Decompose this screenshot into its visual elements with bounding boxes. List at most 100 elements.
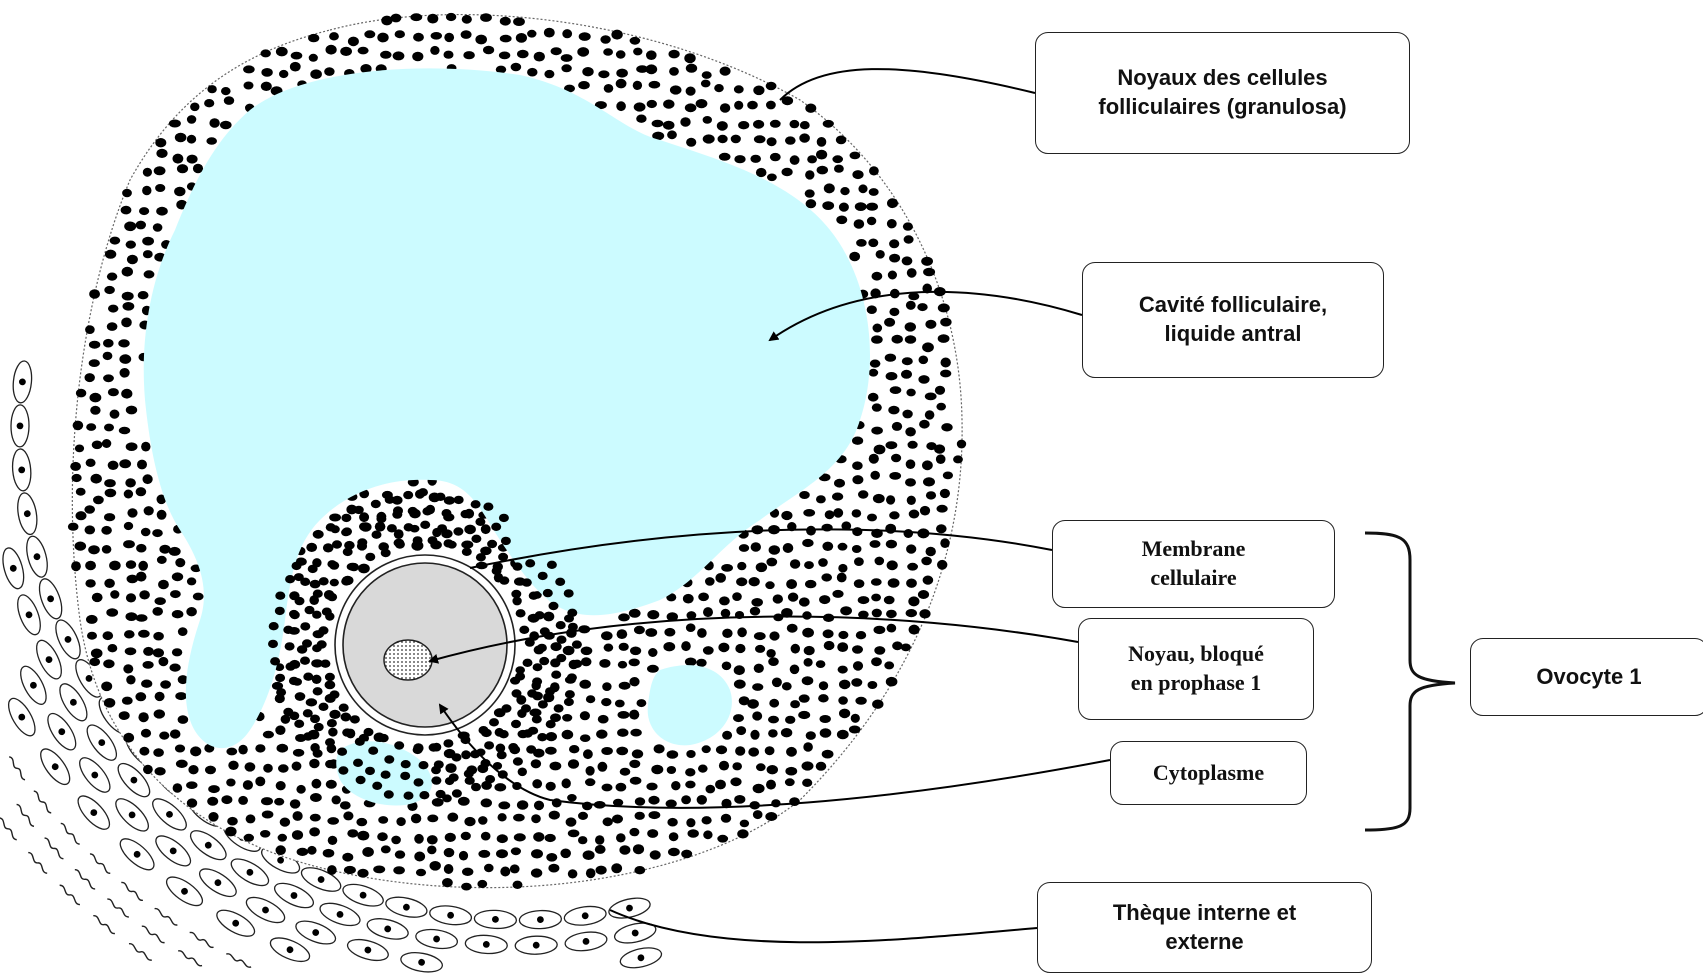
granulosa-nucleus — [221, 87, 231, 95]
granulosa-nucleus — [802, 628, 814, 638]
cumulus-nucleus — [549, 602, 559, 610]
granulosa-nucleus — [904, 529, 914, 538]
granulosa-nucleus — [637, 699, 647, 707]
label-cytoplasm: Cytoplasme — [1110, 741, 1307, 805]
cumulus-nucleus — [461, 510, 471, 518]
granulosa-nucleus — [905, 478, 916, 486]
granulosa-nucleus — [70, 462, 81, 471]
granulosa-nucleus — [532, 779, 542, 788]
granulosa-nucleus — [313, 530, 324, 539]
theca-cell — [563, 904, 607, 927]
granulosa-nucleus — [892, 641, 903, 650]
cumulus-nucleus — [508, 743, 518, 751]
cumulus-nucleus — [379, 734, 389, 742]
granulosa-nucleus — [72, 474, 82, 482]
theca-fiber — [43, 837, 64, 860]
granulosa-nucleus — [901, 644, 911, 652]
granulosa-nucleus — [481, 832, 491, 841]
granulosa-nucleus — [854, 557, 864, 566]
granulosa-nucleus — [122, 267, 133, 277]
granulosa-nucleus — [646, 783, 657, 791]
granulosa-nucleus — [601, 747, 613, 755]
cumulus-nucleus — [308, 565, 318, 573]
granulosa-nucleus — [953, 455, 963, 463]
granulosa-nucleus — [907, 268, 917, 278]
cumulus-nucleus — [479, 726, 489, 734]
granulosa-nucleus — [516, 33, 527, 43]
granulosa-nucleus — [803, 742, 813, 751]
granulosa-nucleus — [936, 403, 946, 411]
cumulus-nucleus — [330, 690, 340, 698]
theca-cell — [384, 894, 429, 921]
granulosa-nucleus — [310, 814, 321, 822]
cumulus-nucleus — [302, 639, 312, 647]
granulosa-nucleus — [832, 493, 843, 501]
granulosa-nucleus — [806, 526, 816, 536]
granulosa-nucleus — [107, 322, 118, 331]
granulosa-nucleus — [598, 762, 608, 772]
cumulus-nucleus — [320, 660, 330, 668]
granulosa-nucleus — [752, 711, 762, 720]
cumulus-nucleus — [452, 789, 462, 797]
granulosa-nucleus — [138, 712, 148, 722]
granulosa-nucleus — [102, 545, 112, 554]
granulosa-nucleus — [887, 219, 897, 228]
granulosa-nucleus — [858, 490, 868, 498]
cumulus-nucleus — [403, 491, 413, 499]
granulosa-nucleus — [276, 781, 286, 790]
granulosa-nucleus — [800, 121, 810, 129]
cumulus-nucleus — [489, 718, 499, 726]
granulosa-nucleus — [193, 593, 204, 601]
granulosa-nucleus — [226, 779, 235, 787]
granulosa-nucleus — [464, 525, 476, 535]
theca-cell — [515, 936, 558, 955]
granulosa-nucleus — [937, 505, 948, 513]
granulosa-nucleus — [940, 318, 951, 327]
granulosa-nucleus — [427, 815, 438, 823]
cumulus-nucleus — [327, 719, 337, 727]
granulosa-nucleus — [327, 865, 337, 875]
granulosa-nucleus — [802, 676, 814, 685]
granulosa-nucleus — [533, 832, 544, 842]
cumulus-nucleus — [526, 745, 536, 753]
granulosa-nucleus — [86, 615, 98, 624]
granulosa-nucleus — [683, 594, 694, 604]
cumulus-nucleus — [497, 751, 507, 759]
granulosa-nucleus — [799, 597, 810, 606]
granulosa-nucleus — [378, 816, 388, 824]
cumulus-nucleus — [338, 766, 348, 774]
granulosa-nucleus — [937, 560, 947, 570]
granulosa-nucleus — [562, 29, 572, 38]
granulosa-nucleus — [261, 49, 271, 57]
granulosa-nucleus — [123, 540, 135, 548]
granulosa-nucleus — [734, 680, 746, 689]
granulosa-nucleus — [499, 52, 510, 60]
granulosa-nucleus — [595, 835, 604, 845]
granulosa-nucleus — [87, 632, 97, 640]
granulosa-nucleus — [293, 749, 304, 757]
granulosa-nucleus — [696, 99, 708, 108]
granulosa-nucleus — [138, 630, 150, 638]
granulosa-nucleus — [596, 866, 607, 875]
granulosa-nucleus — [923, 477, 935, 486]
granulosa-nucleus — [569, 745, 579, 753]
granulosa-nucleus — [155, 692, 165, 701]
granulosa-nucleus — [919, 356, 929, 365]
cumulus-nucleus — [545, 687, 555, 695]
label-membrane: Membrane cellulaire — [1052, 520, 1335, 608]
granulosa-nucleus — [617, 629, 628, 639]
granulosa-nucleus — [84, 505, 95, 514]
granulosa-nucleus — [940, 489, 950, 498]
granulosa-nucleus — [819, 595, 830, 604]
granulosa-nucleus — [856, 239, 867, 247]
cumulus-nucleus — [356, 776, 366, 784]
granulosa-nucleus — [362, 847, 374, 857]
granulosa-nucleus — [790, 559, 800, 568]
granulosa-nucleus — [670, 85, 682, 94]
granulosa-nucleus — [886, 540, 897, 549]
granulosa-nucleus — [391, 836, 401, 845]
cumulus-nucleus — [387, 524, 397, 532]
theca-fiber — [189, 931, 214, 948]
granulosa-nucleus — [852, 545, 862, 553]
granulosa-nucleus — [170, 729, 181, 738]
